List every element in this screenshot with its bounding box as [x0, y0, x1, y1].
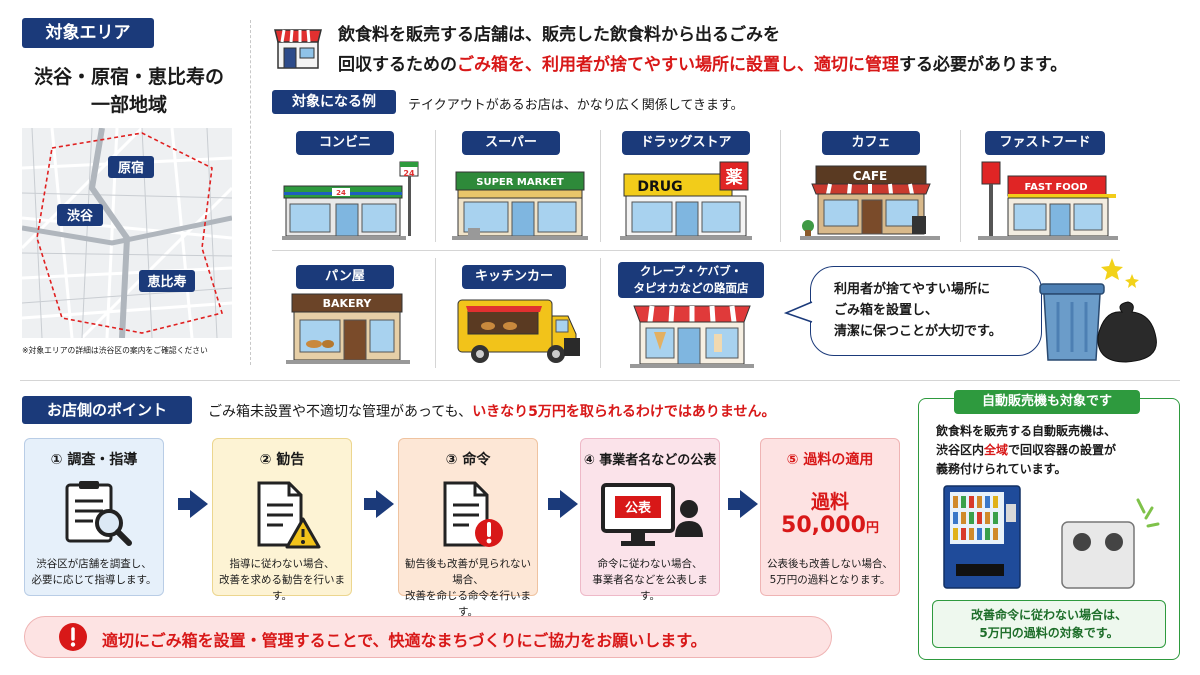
vending-note: 改善命令に従わない場合は、 5万円の過料の対象です。: [932, 600, 1166, 648]
svg-text:原宿: 原宿: [118, 160, 144, 176]
bottom-banner-text: 適切にごみ箱を設置・管理することで、快適なまちづくりにご協力をお願いします。: [102, 631, 707, 650]
map-label-shibuya: [57, 204, 103, 226]
area-note: ※対象エリアの詳細は渋谷区の案内をご確認ください: [22, 346, 208, 355]
headline-highlight: ごみ箱を、利用者が捨てやすい場所に設置し、適切に管理: [457, 55, 899, 75]
street-stall-illustration: [630, 305, 754, 368]
svg-text:BAKERY: BAKERY: [323, 297, 373, 310]
store-label-street-stall: クレープ・ケバブ・ タピオカなどの路面店: [618, 262, 764, 298]
monitor-person-icon: 公表: [601, 483, 703, 546]
area-tag: 対象エリア: [22, 18, 154, 48]
divider-left: [250, 20, 251, 365]
store-label-supermarket: スーパー: [462, 131, 560, 155]
drugstore-illustration: DRUG 薬: [620, 161, 752, 240]
cafe-illustration: CAFE: [800, 165, 940, 240]
store-label-kitchen-car: キッチンカー: [462, 265, 566, 289]
store-icon: [274, 29, 322, 69]
step-investigation: ① 調査・指導 渋谷区が店舗を調査し、 必要に応じて指導します。: [24, 438, 164, 596]
svg-text:恵比寿: 恵比寿: [147, 274, 186, 290]
examples-tag: 対象になる例: [272, 90, 396, 114]
svg-text:SUPER MARKET: SUPER MARKET: [476, 177, 564, 188]
store-label-cafe: カフェ: [822, 131, 920, 155]
headline-line2: 回収するためのごみ箱を、利用者が捨てやすい場所に設置し、適切に管理する必要があり…: [338, 55, 1068, 75]
store-label-convenience: コンビニ: [296, 131, 394, 155]
area-map: 原宿 渋谷 恵比寿: [22, 128, 232, 338]
svg-text:渋谷: 渋谷: [67, 208, 94, 224]
arrow-1: [178, 490, 208, 518]
step-publication: ④ 事業者名などの公表 公表 命令に従わない場合、 事業者名などを公表します。: [580, 438, 720, 602]
store-label-drugstore: ドラッグストア: [622, 131, 750, 155]
points-tag: お店側のポイント: [22, 396, 192, 424]
clipboard-search-icon: [65, 481, 132, 546]
speech-bubble-tail: [784, 301, 813, 323]
store-label-fastfood: ファストフード: [985, 131, 1105, 155]
points-desc: ごみ箱未設置や不適切な管理があっても、いきなり5万円を取られるわけではありません…: [208, 404, 776, 420]
bakery-illustration: BAKERY: [286, 293, 410, 364]
map-label-ebisu: [139, 270, 195, 292]
document-warning-icon: [257, 481, 321, 549]
area-title-line1: 渋谷・原宿・恵比寿の: [33, 66, 224, 88]
kitchen-car-illustration: [457, 299, 580, 363]
svg-text:薬: 薬: [726, 168, 743, 188]
arrow-2: [364, 490, 394, 518]
svg-text:公表: 公表: [625, 500, 652, 516]
step-fine: ⑤ 過料の適用 過料 50,000円 公表後も改善しない場合、 5万円の過料とな…: [760, 438, 900, 596]
supermarket-illustration: SUPER MARKET: [452, 171, 588, 240]
step-order: ③ 命令 勧告後も改善が見られない場合、 改善を命じる命令を行います。: [398, 438, 538, 618]
step-recommendation: ② 勧告 指導に従わない場合、 改善を求める勧告を行います。: [212, 438, 352, 602]
svg-text:CAFE: CAFE: [853, 169, 888, 183]
speech-bubble-text: 利用者が捨てやすい場所に ごみ箱を設置し、 清潔に保つことが大切です。: [834, 282, 1002, 339]
document-alert-icon: [443, 481, 503, 547]
headline-line1: 飲食料を販売する店舗は、販売した飲食料から出るごみを: [338, 25, 780, 45]
examples-subtitle: テイクアウトがあるお店は、かなり広く関係してきます。: [408, 98, 744, 113]
fine-amount: 50,000円: [781, 513, 879, 538]
vending-tag: 自動販売機も対象です: [954, 390, 1140, 414]
bottom-banner: [24, 616, 832, 658]
vending-machine-illustration: [943, 485, 1021, 589]
svg-text:24: 24: [336, 189, 346, 197]
speech-bubble: [810, 266, 1042, 356]
convenience-store-illustration: 24 24: [282, 161, 419, 240]
store-label-bakery: パン屋: [296, 265, 394, 289]
area-title-line2: 一部地域: [90, 94, 167, 116]
vending-text: 飲食料を販売する自動販売機は、 渋谷区内全域で回収容器の設置が 義務付けられてい…: [936, 424, 1117, 476]
fastfood-illustration: FAST FOOD: [978, 161, 1118, 240]
map-label-harajuku: [108, 156, 154, 178]
arrow-4: [728, 490, 758, 518]
arrow-3: [548, 490, 578, 518]
fine-label: 過料: [810, 491, 849, 513]
svg-text:24: 24: [403, 169, 415, 178]
svg-text:FAST FOOD: FAST FOOD: [1024, 182, 1087, 193]
svg-text:DRUG: DRUG: [637, 179, 682, 195]
trash-bin-icon: [1039, 258, 1157, 363]
alert-icon: [59, 623, 87, 651]
recycle-bin-illustration: [1061, 498, 1160, 589]
